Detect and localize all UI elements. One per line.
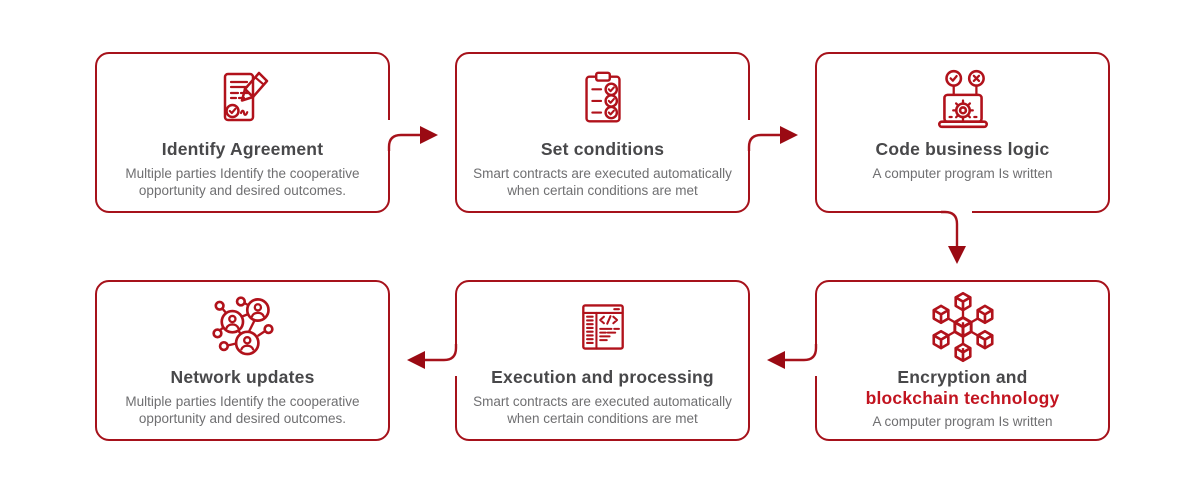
step-description: A computer program Is written (872, 165, 1053, 181)
step-title: Network updates (170, 367, 315, 387)
arrow-left-icon (407, 351, 425, 369)
step-box-identify-agreement: Identify Agreement Multiple parties Iden… (95, 52, 390, 213)
step-box-set-conditions: Set conditions Smart contracts are execu… (455, 52, 750, 213)
step-title: Execution and processing (491, 367, 714, 387)
arrow-right-icon (420, 126, 438, 144)
code-window-icon (457, 290, 748, 364)
step-box-network-updates: Network updates Multiple parties Identif… (95, 280, 390, 441)
step-description: A computer program Is written (872, 414, 1053, 430)
step-title: Identify Agreement (161, 139, 324, 159)
step-description: Smart contracts are executed automatical… (473, 165, 732, 199)
step-description: Multiple parties Identify the cooperativ… (125, 393, 360, 427)
step-title-line1: Encryption and (897, 367, 1028, 387)
network-users-icon (97, 290, 388, 364)
step-box-code-business-logic: Code business logic A computer program I… (815, 52, 1110, 213)
arrow-right-icon (780, 126, 798, 144)
blockchain-icon (817, 290, 1108, 364)
laptop-gear-icon (817, 62, 1108, 136)
contract-sign-icon (97, 62, 388, 136)
step-title: Set conditions (540, 139, 665, 159)
step-description: Multiple parties Identify the cooperativ… (125, 165, 360, 199)
step-box-encryption-blockchain: Encryption and blockchain technology A c… (815, 280, 1110, 441)
checklist-icon (457, 62, 748, 136)
step-box-execution-processing: Execution and processing Smart contracts… (455, 280, 750, 441)
step-title: Code business logic (875, 139, 1050, 159)
step-description: Smart contracts are executed automatical… (473, 393, 732, 427)
step-title: Encryption and blockchain technology (817, 367, 1108, 408)
step-title-line2-highlight: blockchain technology (865, 387, 1060, 408)
arrow-left-icon (767, 351, 785, 369)
arrow-down-icon (948, 246, 966, 264)
